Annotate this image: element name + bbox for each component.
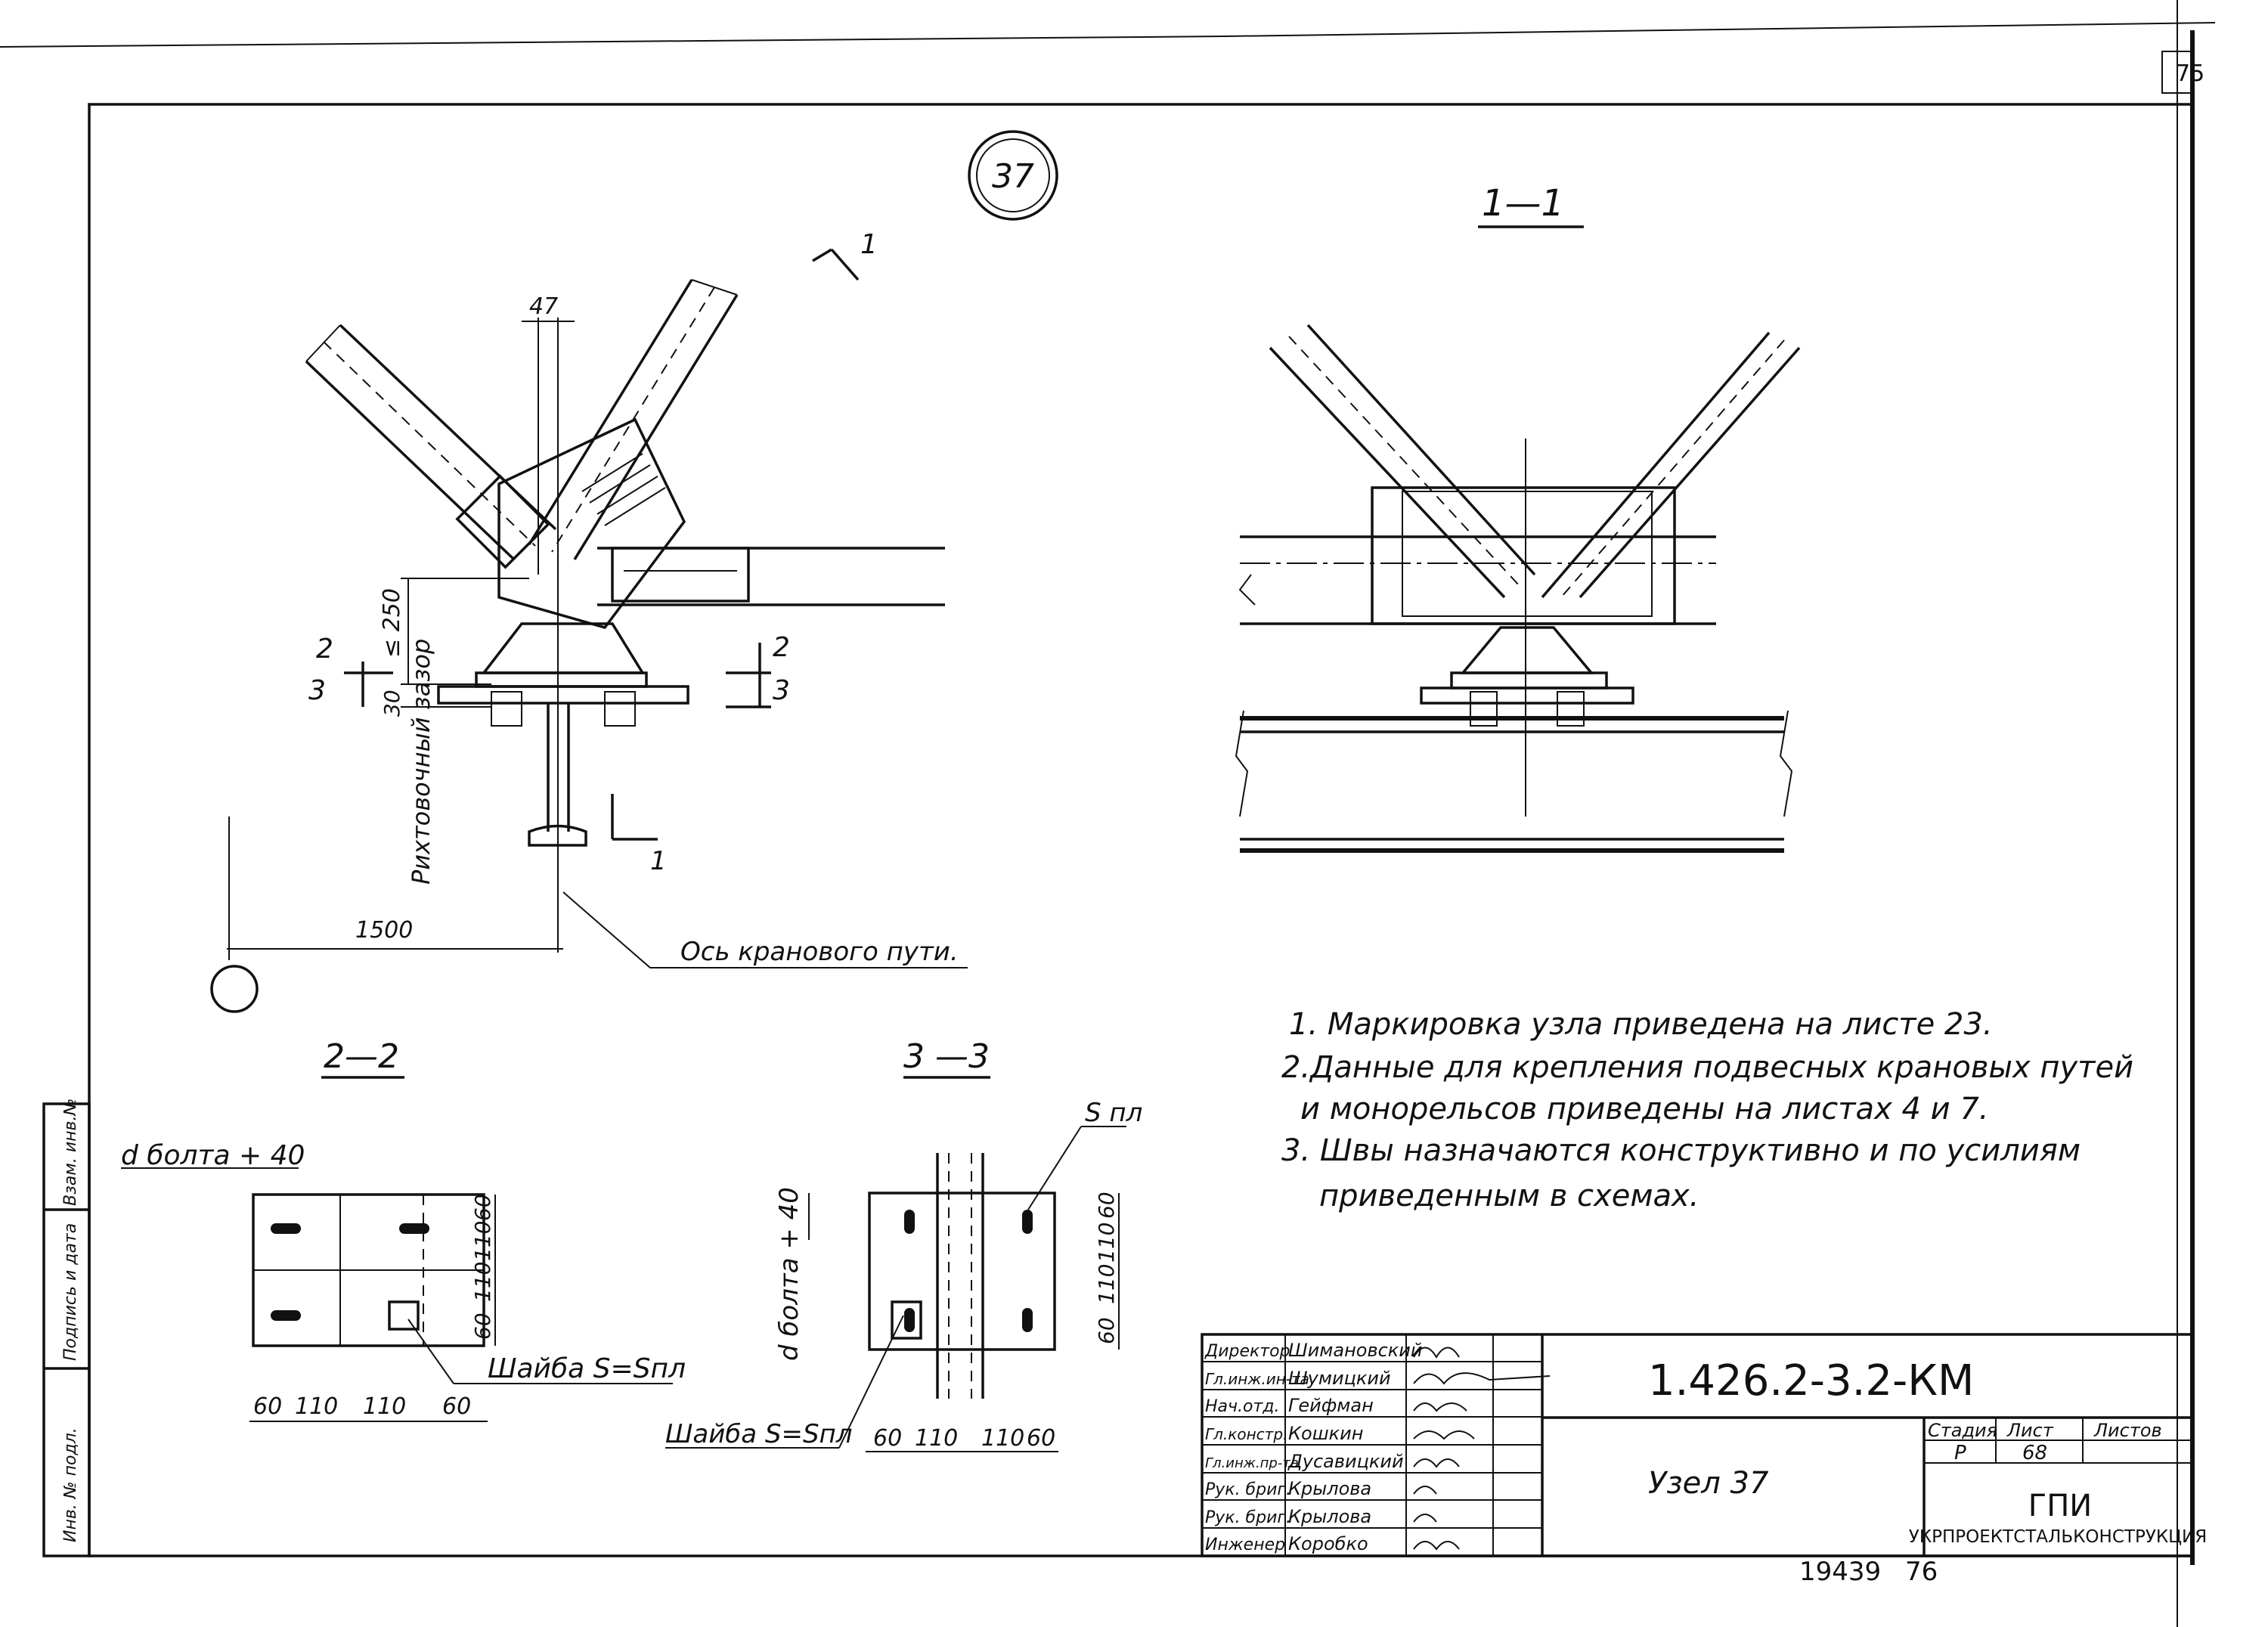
section-3-3-plate-label: S пл [1085,1098,1142,1128]
section-3-3: 3 —3 S пл d болта + 40 Шайба S=Sпл 60 11… [665,1037,1142,1452]
s33-dim-r0: 60 [1094,1192,1119,1219]
section-1-label-bottom: 1 [650,846,667,876]
s22-dim-r3: 60 [470,1312,495,1340]
sec3-left: 3 [308,675,326,706]
section-marker-2-3-right [726,643,771,708]
section-3-3-bolt-label: d болта + 40 [774,1187,804,1361]
stamp-inv-label: Инв. № подл. [61,1427,80,1542]
tb-name-2: Гейфман [1288,1395,1374,1416]
tb-sheets-header: Листов [2093,1420,2162,1441]
node-mark-number: 37 [992,157,1034,196]
stamp-sign-label: Подпись и дата [61,1223,80,1361]
s22-dim-b2: 110 [363,1393,406,1420]
tb-role-7: Инженер [1205,1536,1285,1554]
s33-dim-b3: 60 [1027,1425,1055,1452]
sheet-frame [0,0,2216,1627]
dim-47: 47 [529,293,558,320]
page-number: 75 [2176,60,2204,87]
section-2-2-title: 2—2 [324,1037,399,1076]
tb-name-5: Крылова [1288,1478,1371,1499]
note-3: 3. Швы назначаются конструктивно и по ус… [1281,1133,2081,1168]
section-3-3-washer-label: Шайба S=Sпл [665,1419,853,1449]
section-3-3-bolts [904,1210,1033,1332]
section-2-2-washer-label: Шайба S=Sпл [488,1353,686,1384]
tb-org-long: УКРПРОЕКТСТАЛЬКОНСТРУКЦИЯ [1909,1527,2207,1547]
tb-role-5: Рук. бриг. [1205,1480,1291,1499]
general-notes: 1. Маркировка узла приведена на листе 23… [1281,1007,2133,1213]
section-1-1: 1—1 [1235,182,1801,853]
s33-dim-r2: 110 [1094,1264,1119,1304]
gusset-plate [497,417,686,630]
tb-name: Узел 37 [1648,1466,1769,1501]
signatures [1413,1347,1551,1551]
section-3-3-title: 3 —3 [903,1037,990,1076]
title-block: Директор Гл.инж.ин-та Нач.отд. Гл.констр… [1201,1333,2207,1557]
tb-role-3: Гл.констр. [1205,1425,1287,1443]
note-1: 1. Маркировка узла приведена на листе 23… [1289,1007,1993,1042]
s33-dim-r1: 110 [1094,1223,1119,1263]
side-stamp: Инв. № подл. Подпись и дата Взам. инв.№ [42,1099,91,1557]
section-marker-1-bottom [611,794,658,841]
lower-gusset [481,622,646,674]
note-3-cont: приведенным в схемах. [1319,1179,1699,1213]
s22-dim-b3: 60 [442,1393,471,1420]
section-marker-2-3-left [344,662,393,707]
tb-sheet-header: Лист [2006,1420,2054,1441]
tb-name-1: Шумицкий [1288,1368,1391,1389]
note-2-cont: и монорельсов приведены на листах 4 и 7. [1300,1092,1989,1127]
s33-dim-b1: 110 [915,1425,958,1452]
stamp-replace-label: Взам. инв.№ [61,1099,80,1206]
crane-axis-label: Ось кранового пути. [680,937,959,967]
tb-role-6: Рук. бриг. [1205,1508,1291,1527]
s22-dim-r0: 60 [470,1194,495,1221]
dim-1500: 1500 [355,917,413,944]
tb-code: 1.426.2-3.2-КМ [1648,1356,1974,1405]
sec2-right: 2 [773,632,790,663]
tb-role-2: Нач.отд. [1205,1397,1280,1416]
tb-name-0: Шимановский [1288,1340,1422,1361]
tb-stage-header: Стадия [1928,1420,1997,1441]
section-1-1-title: 1—1 [1482,182,1564,225]
axis-bubble [210,965,259,1013]
s22-dim-r1: 110 [470,1221,495,1261]
tb-org-short: ГПИ [2028,1489,2092,1523]
brace-bolts [581,453,666,526]
s33-dim-b2: 110 [981,1425,1024,1452]
main-view: 47 1 ≤ 250 30 Рихтовочный зазор [210,229,968,1013]
sec2-left: 2 [316,634,333,665]
tb-sheet: 68 [2022,1442,2047,1464]
section-1-label-top: 1 [860,229,878,260]
tb-name-3: Кошкин [1288,1423,1363,1444]
tb-role-1: Гл.инж.ин-та [1205,1370,1309,1388]
node-mark-circle [968,130,1058,221]
tb-name-7: Коробко [1288,1533,1368,1554]
note-2: 2.Данные для крепления подвесных крановы… [1281,1050,2133,1085]
s33-dim-r3: 60 [1094,1317,1119,1344]
dim-30: 30 [380,690,404,717]
section-2-2: 2—2 d болта + 40 Шайба S=Sпл 60 110 110 … [121,1037,686,1422]
section-2-2-bolt-label: d болта + 40 [121,1140,305,1171]
s33-dim-b0: 60 [873,1425,902,1452]
bottom-page: 76 [1905,1557,1938,1587]
tb-name-6: Крылова [1288,1506,1371,1527]
left-brace [305,324,557,569]
s22-dim-b0: 60 [253,1393,282,1420]
dim-250: ≤ 250 [379,588,405,658]
gap-label: Рихтовочный зазор [407,639,435,885]
crane-beam [528,703,587,847]
s22-dim-r2: 110 [470,1262,495,1302]
s22-dim-b1: 110 [295,1393,338,1420]
tb-name-4: Дусавицкий [1287,1451,1404,1472]
tb-role-4: Гл.инж.пр-та [1205,1455,1299,1471]
chord-right [597,547,945,606]
sec3-right: 3 [773,675,790,706]
tb-stage: Р [1954,1442,1966,1464]
section-marker-1-top [812,248,860,281]
bottom-number: 19439 [1799,1557,1881,1587]
section-2-2-bolts [271,1223,429,1321]
tb-role-0: Директор [1204,1342,1290,1361]
base-plate [475,671,648,688]
